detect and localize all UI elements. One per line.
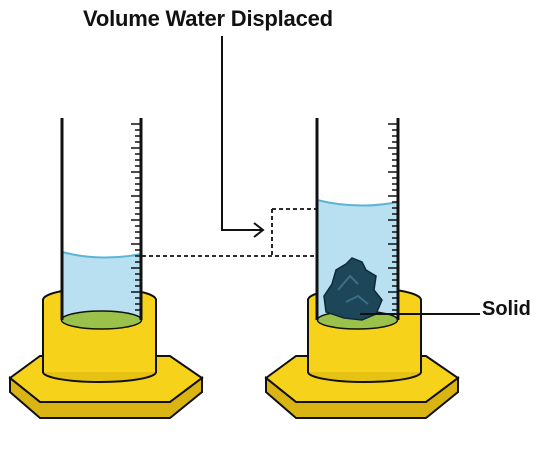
volume-displaced-label: Volume Water Displaced [83, 6, 333, 31]
right-graduations [388, 123, 398, 311]
left-water [62, 252, 141, 318]
right-graduated-cylinder [264, 118, 460, 419]
right-base-side [265, 375, 459, 419]
displacement-bracket [142, 208, 316, 257]
left-base-side [9, 375, 203, 419]
solid-label: Solid [482, 298, 531, 320]
left-graduated-cylinder [8, 118, 204, 419]
left-graduations [131, 123, 141, 311]
title-pointer-arrow [221, 36, 265, 238]
left-bottom-disc [60, 310, 143, 330]
